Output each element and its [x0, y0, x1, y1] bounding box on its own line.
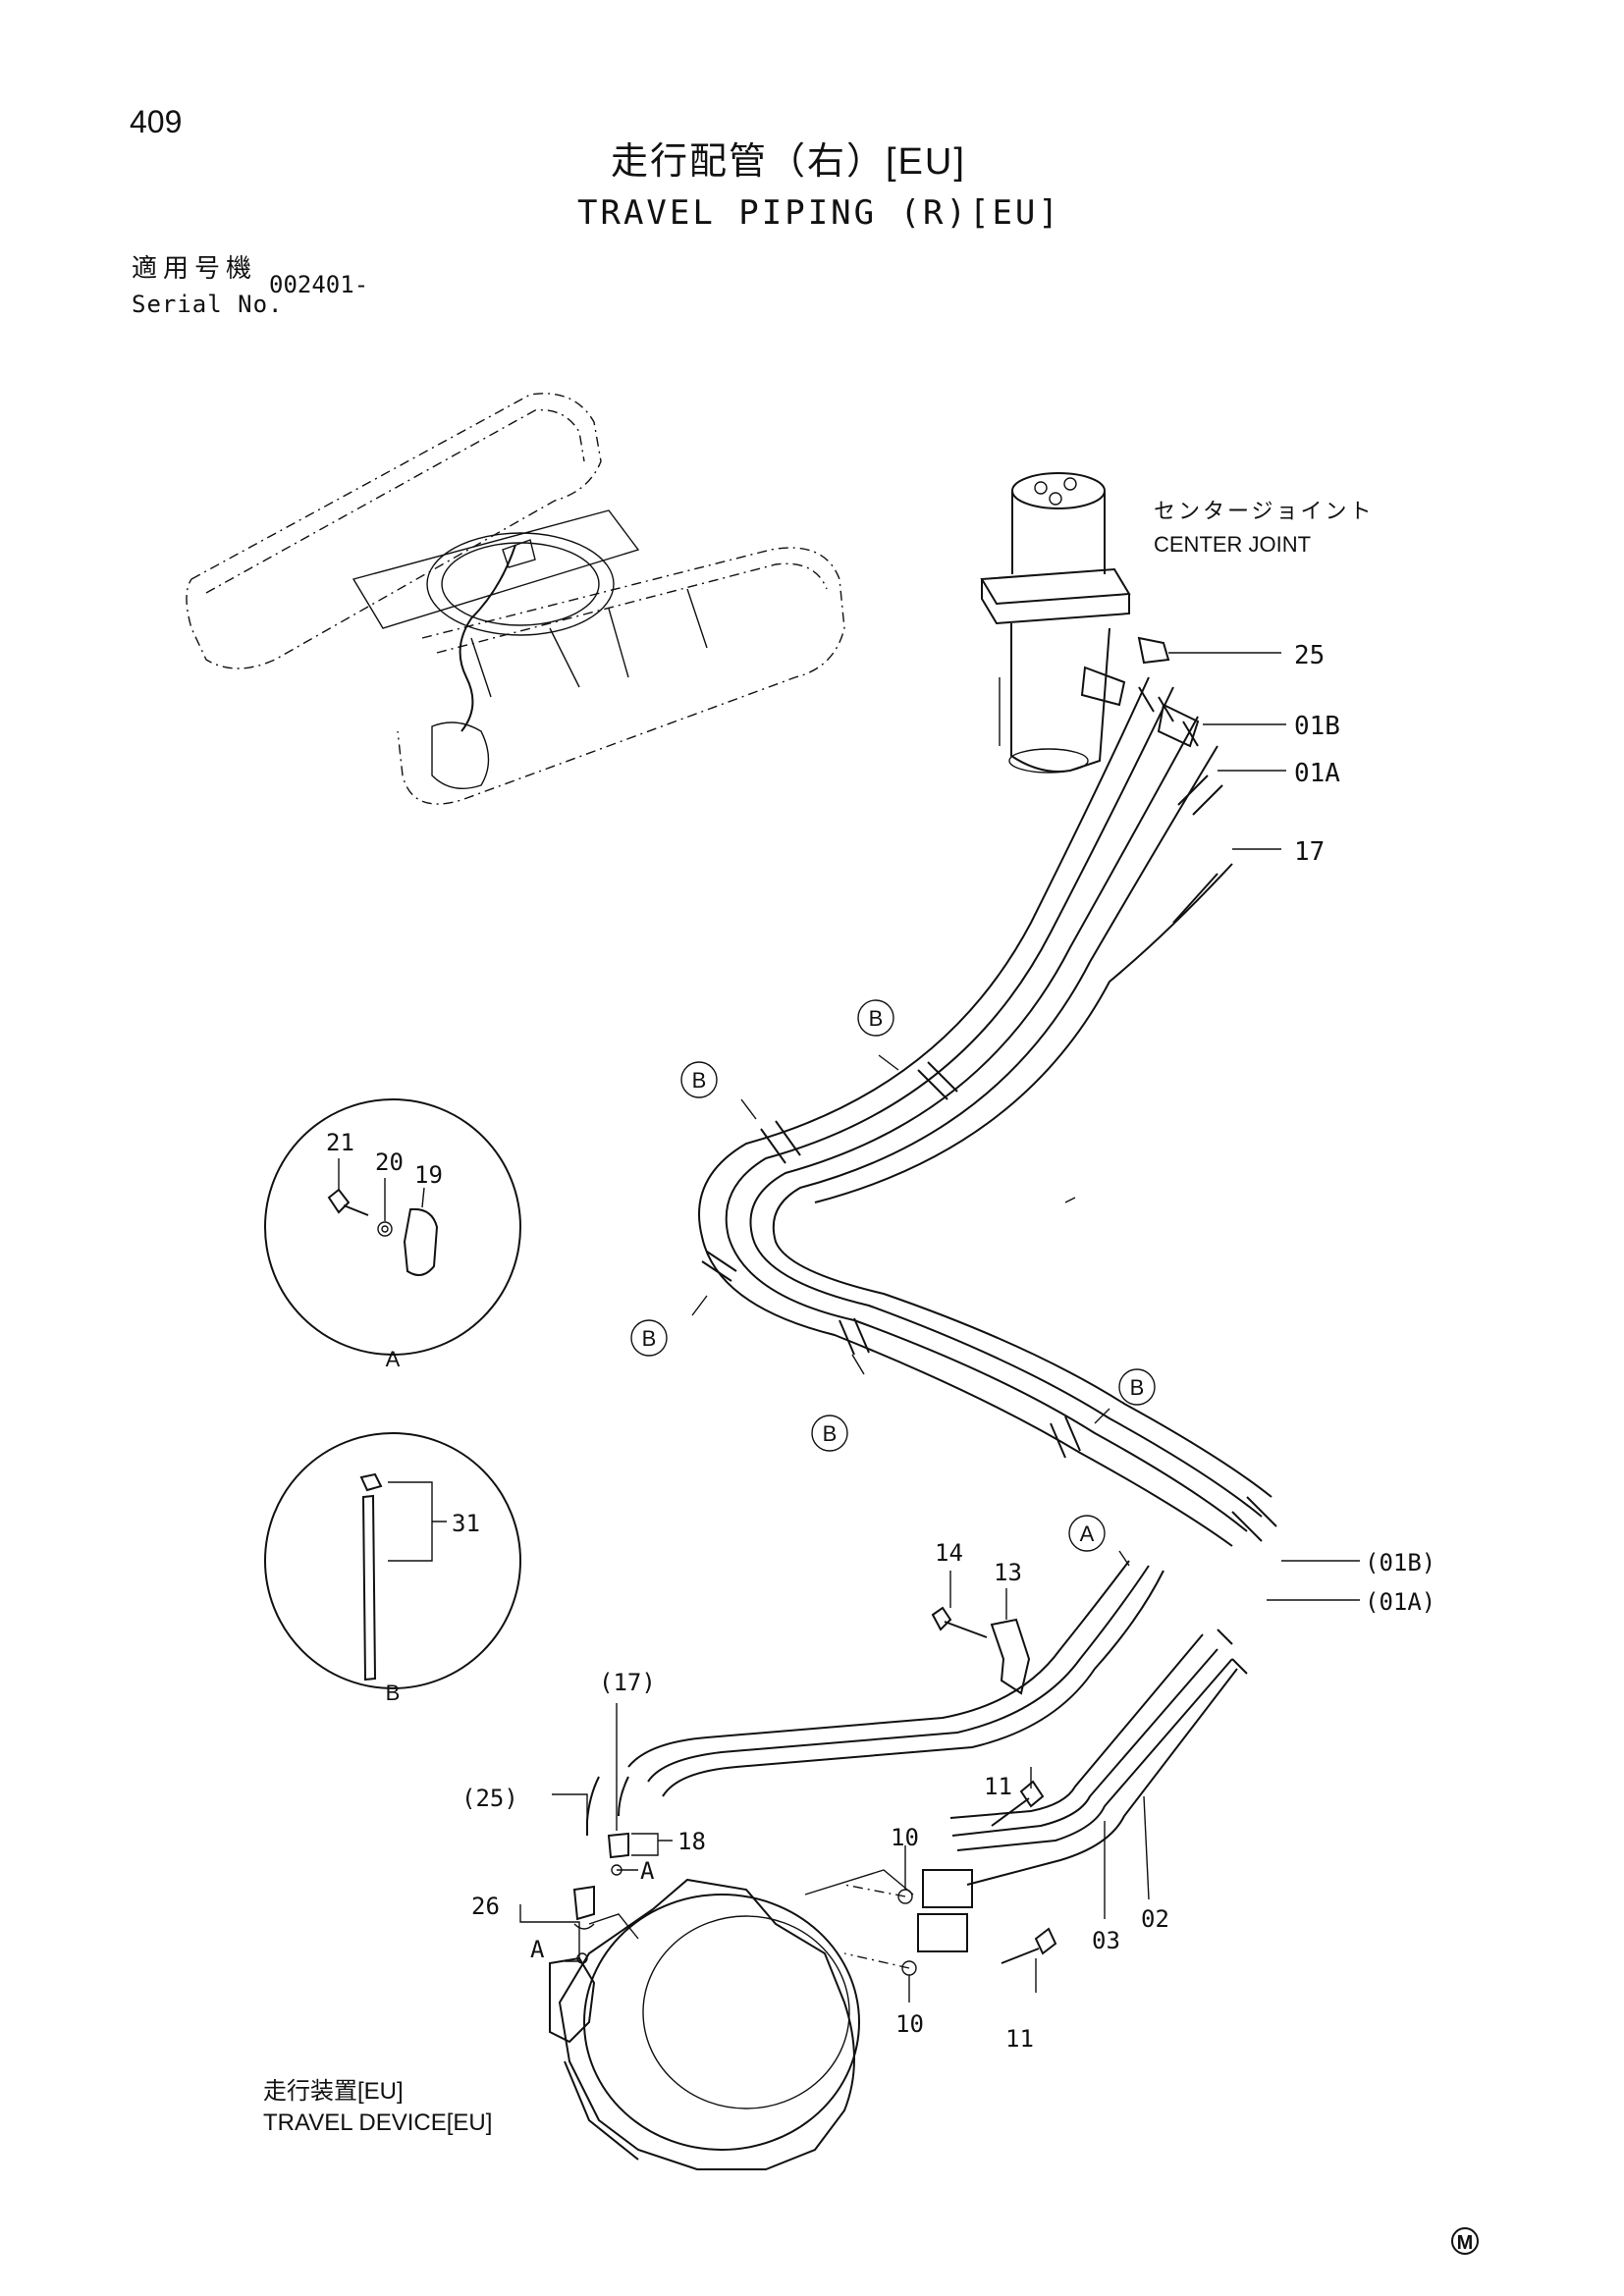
clamp-markers: B B B B B A: [630, 999, 1156, 1552]
loose-parts: [572, 1606, 1057, 1976]
callout-01b: 01B: [1294, 712, 1340, 741]
leader-lines: [338, 652, 1360, 2002]
callout-01b-ref: (01B): [1365, 1549, 1435, 1576]
detail-a-label: A: [386, 1347, 401, 1371]
callout-labels: 25 01B 01A 17 (01B) (01A) 14 13 (17) (25…: [326, 641, 1435, 2053]
title-english: TRAVEL PIPING (R)[EU]: [577, 193, 1061, 233]
serial-label-jp: 適用号機: [132, 253, 258, 283]
travel-device: [549, 1869, 914, 2170]
serial-label-en: Serial No.: [132, 291, 284, 318]
callout-19: 19: [414, 1161, 443, 1189]
callout-20: 20: [375, 1148, 404, 1176]
callout-17: 17: [1294, 837, 1325, 867]
callout-25-ref: (25): [461, 1785, 518, 1812]
callout-21: 21: [326, 1129, 354, 1156]
undercarriage-overview: [186, 393, 845, 805]
svg-text:B: B: [1130, 1375, 1145, 1400]
callout-26-a: A: [530, 1936, 545, 1963]
svg-text:M: M: [1457, 2232, 1474, 2254]
m-logo: M: [1451, 2227, 1479, 2255]
detail-view-a: A: [264, 1098, 521, 1371]
callout-10-bottom: 10: [895, 2010, 924, 2038]
callout-11-bottom: 11: [1005, 2025, 1034, 2053]
callout-31: 31: [452, 1510, 480, 1537]
detail-view-b: B: [264, 1432, 521, 1705]
clamp-marker-a-1: A: [1068, 1515, 1106, 1552]
callout-10-top: 10: [891, 1824, 919, 1851]
clamp-marker-b-4: B: [811, 1415, 848, 1452]
svg-text:B: B: [642, 1326, 657, 1351]
callout-26: 26: [471, 1893, 500, 1920]
center-joint-label-jp: センタージョイント: [1154, 499, 1375, 523]
callout-01a-ref: (01A): [1365, 1588, 1435, 1616]
travel-device-label-en: TRAVEL DEVICE[EU]: [263, 2109, 492, 2136]
callout-13: 13: [994, 1559, 1022, 1586]
hose-bundle: [586, 676, 1277, 1952]
callout-18-a: A: [640, 1857, 655, 1885]
serial-value: 002401-: [269, 271, 369, 298]
component-labels: センタージョイント CENTER JOINT 走行装置[EU] TRAVEL D…: [263, 499, 1375, 2136]
detail-b-label: B: [386, 1681, 401, 1705]
center-joint-label-en: CENTER JOINT: [1154, 532, 1311, 557]
callout-17-ref: (17): [599, 1669, 656, 1696]
clamp-marker-b-2: B: [680, 1061, 718, 1098]
callout-02: 02: [1141, 1905, 1169, 1933]
center-joint: [980, 472, 1200, 774]
callout-14: 14: [935, 1539, 963, 1567]
travel-device-label-jp: 走行装置[EU]: [263, 2078, 404, 2105]
callout-18: 18: [677, 1828, 706, 1855]
callout-03: 03: [1092, 1927, 1120, 1954]
callout-25: 25: [1294, 641, 1325, 670]
svg-text:B: B: [869, 1006, 884, 1031]
svg-text:B: B: [692, 1068, 707, 1093]
svg-text:B: B: [823, 1421, 838, 1446]
clamp-marker-b-3: B: [630, 1319, 668, 1357]
title-japanese: 走行配管（右）[EU]: [611, 141, 966, 183]
callout-11-top: 11: [984, 1773, 1012, 1800]
clamp-marker-b-1: B: [857, 999, 894, 1037]
clamp-marker-b-5: B: [1118, 1368, 1156, 1406]
page-number: 409: [130, 104, 183, 139]
callout-01a: 01A: [1294, 759, 1340, 788]
svg-text:A: A: [1080, 1522, 1095, 1546]
